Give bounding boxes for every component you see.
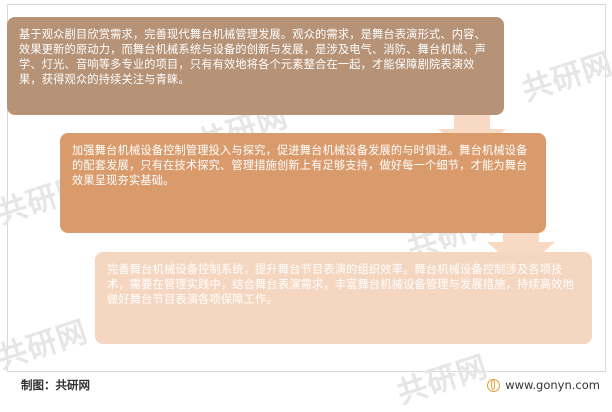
website: www.gonyn.com	[487, 378, 604, 392]
step-text-2: 加强舞台机械设备控制管理投入与探究，促进舞台机械设备发展的与时俱进。舞台机械设备…	[72, 144, 528, 187]
step-box-1: 基于观众剧目欣赏需求，完善现代舞台机械管理发展。观众的需求，是舞台表演形式、内容…	[7, 17, 504, 115]
globe-icon	[487, 378, 501, 392]
step-box-2: 加强舞台机械设备控制管理投入与探究，促进舞台机械设备发展的与时俱进。舞台机械设备…	[60, 133, 546, 233]
website-url: www.gonyn.com	[505, 378, 600, 392]
footer: 制图：共研网 www.gonyn.com	[7, 370, 604, 400]
step-text-3: 完善舞台机械设备控制系统，提升舞台节目表演的组织效率。舞台机械设备控制涉及各项技…	[107, 263, 574, 306]
step-box-3: 完善舞台机械设备控制系统，提升舞台节目表演的组织效率。舞台机械设备控制涉及各项技…	[95, 252, 592, 344]
step-text-1: 基于观众剧目欣赏需求，完善现代舞台机械管理发展。观众的需求，是舞台表演形式、内容…	[19, 28, 486, 86]
source-label: 制图：共研网	[21, 378, 90, 392]
